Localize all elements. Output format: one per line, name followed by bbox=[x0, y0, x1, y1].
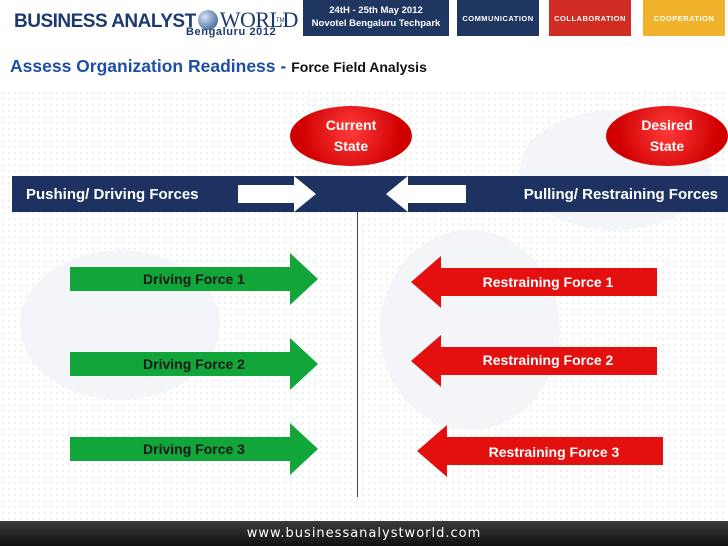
current-state-line2: State bbox=[333, 138, 369, 154]
desired-state-line1: Desired bbox=[641, 117, 693, 133]
logo-city: Bengaluru 2012 bbox=[186, 26, 277, 38]
red-left-arrow-icon bbox=[411, 256, 657, 308]
restraining-force-2: Restraining Force 2 bbox=[411, 335, 657, 387]
event-dates: 24tH - 25th May 2012 bbox=[329, 5, 423, 16]
green-right-arrow-icon bbox=[70, 338, 318, 390]
title-sub: Force Field Analysis bbox=[291, 59, 427, 75]
driving-force-2-label: Driving Force 2 bbox=[143, 356, 245, 372]
desired-state-line2: State bbox=[649, 138, 685, 154]
map-landmass bbox=[380, 230, 560, 430]
footer-bar: www.businessanalystworld.com bbox=[0, 521, 728, 546]
trademark-mark: TM bbox=[276, 18, 285, 24]
green-right-arrow-icon bbox=[70, 253, 318, 305]
red-left-arrow-icon bbox=[411, 335, 657, 387]
restraining-force-2-label: Restraining Force 2 bbox=[482, 352, 614, 368]
restraining-force-3: Restraining Force 3 bbox=[417, 425, 663, 477]
white-right-arrow-icon bbox=[238, 176, 316, 212]
red-left-arrow-icon bbox=[417, 425, 663, 477]
logo-text-world: WORLD bbox=[219, 7, 299, 32]
pill-collaboration: COLLABORATION bbox=[549, 0, 631, 36]
pill-cooperation: COOPERATION bbox=[643, 0, 725, 36]
center-divider-line bbox=[357, 212, 358, 497]
event-venue: Novotel Bengaluru Techpark bbox=[311, 18, 441, 29]
current-state-line1: Current bbox=[325, 117, 377, 133]
page-title: Assess Organization Readiness -Force Fie… bbox=[10, 56, 427, 77]
restraining-force-1: Restraining Force 1 bbox=[411, 256, 657, 308]
restraining-force-1-label: Restraining Force 1 bbox=[482, 274, 614, 290]
driving-force-1-label: Driving Force 1 bbox=[143, 271, 245, 287]
white-left-arrow-icon bbox=[386, 176, 466, 212]
restraining-forces-heading: Pulling/ Restraining Forces bbox=[523, 186, 718, 203]
desired-state-circle: Desired State bbox=[606, 106, 728, 166]
logo: BUSINESS ANALYST WORLD bbox=[14, 7, 298, 33]
title-main: Assess Organization Readiness - bbox=[10, 56, 287, 76]
driving-force-1: Driving Force 1 bbox=[70, 253, 318, 305]
driving-forces-heading: Pushing/ Driving Forces bbox=[26, 186, 199, 203]
driving-force-3: Driving Force 3 bbox=[70, 423, 318, 475]
footer-url: www.businessanalystworld.com bbox=[246, 526, 482, 541]
forces-header-band: Pushing/ Driving Forces Pulling/ Restrai… bbox=[12, 176, 728, 212]
globe-icon bbox=[197, 10, 218, 30]
green-right-arrow-icon bbox=[70, 423, 318, 475]
logo-text-business-analyst: BUSINESS ANALYST bbox=[14, 11, 196, 32]
event-info-box: 24tH - 25th May 2012 Novotel Bengaluru T… bbox=[303, 0, 449, 36]
current-state-circle: Current State bbox=[290, 106, 412, 166]
pill-communication: COMMUNICATION bbox=[457, 0, 539, 36]
restraining-force-3-label: Restraining Force 3 bbox=[488, 444, 620, 460]
driving-force-2: Driving Force 2 bbox=[70, 338, 318, 390]
driving-force-3-label: Driving Force 3 bbox=[143, 441, 245, 457]
